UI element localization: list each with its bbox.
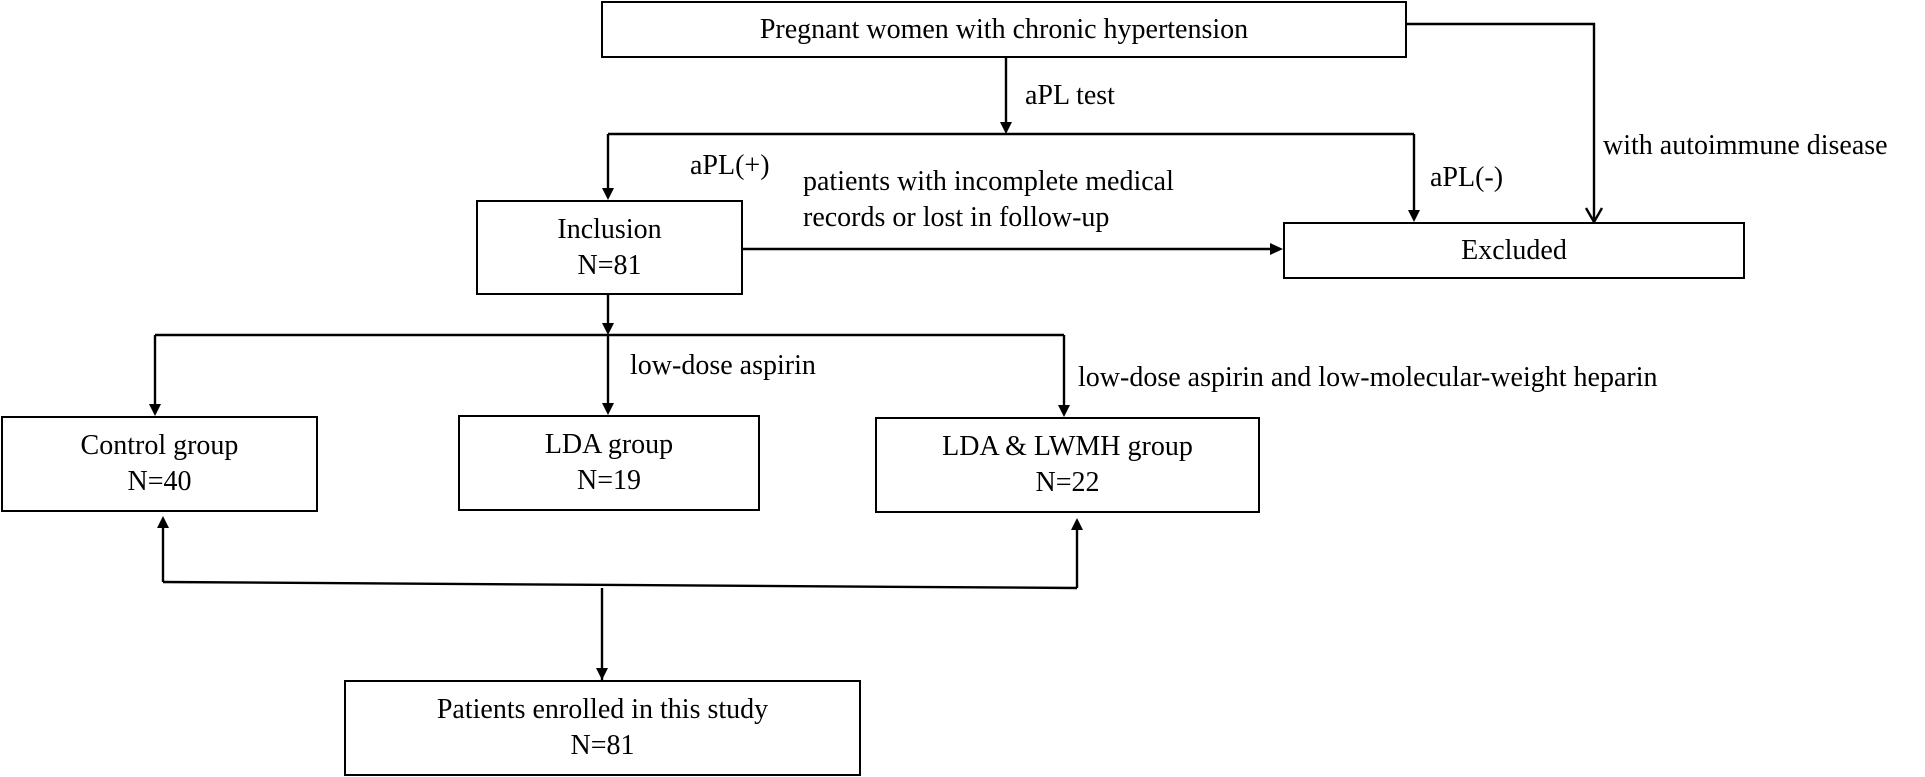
box-pregnant-women-text: Pregnant women with chronic hypertension: [759, 13, 1249, 45]
box-patients-enrolled-count: N=81: [570, 730, 635, 761]
arrowhead-apl-test: [1000, 122, 1012, 134]
box-control-group-title: Control group: [80, 430, 239, 461]
label-incomplete-records-line1: patients with incomplete medical: [803, 166, 1174, 197]
arrowhead-enrolled: [596, 668, 608, 680]
arrowhead-apl-positive: [602, 188, 614, 200]
label-apl-negative: aPL(-): [1430, 162, 1504, 193]
arrowhead-control-up: [157, 516, 169, 528]
box-lda-group-title: LDA group: [544, 429, 674, 460]
box-pregnant-women: Pregnant women with chronic hypertension: [601, 1, 1407, 58]
label-incomplete-records-line2: records or lost in follow-up: [803, 202, 1110, 233]
box-excluded: Excluded: [1283, 222, 1745, 279]
label-low-dose-aspirin: low-dose aspirin: [630, 350, 816, 381]
box-lda-group-count: N=19: [576, 465, 641, 496]
connector-autoimmune: [1407, 22, 1596, 220]
label-autoimmune-disease: with autoimmune disease: [1603, 130, 1888, 161]
box-patients-enrolled: Patients enrolled in this study N=81: [344, 680, 861, 776]
arrowhead-inclusion-down: [602, 323, 614, 335]
label-apl-test: aPL test: [1025, 80, 1115, 111]
box-excluded-text: Excluded: [1461, 234, 1567, 266]
connector-bottom-bracket: [162, 580, 1078, 590]
box-patients-enrolled-title: Patients enrolled in this study: [436, 694, 769, 725]
arrowhead-lda: [602, 403, 614, 415]
box-control-group-count: N=40: [127, 466, 192, 497]
box-lda-lwmh-group-count: N=22: [1035, 467, 1100, 498]
label-incomplete-records: patients with incomplete medical records…: [803, 164, 1174, 236]
arrowhead-lda-lwmh-up: [1071, 518, 1083, 530]
box-control-group: Control group N=40: [1, 416, 318, 512]
box-inclusion-title: Inclusion: [557, 213, 662, 245]
arrowhead-incomplete-records: [1270, 243, 1283, 255]
arrowhead-apl-negative: [1408, 210, 1420, 222]
box-lda-lwmh-group-title: LDA & LWMH group: [942, 431, 1193, 462]
box-lda-lwmh-group: LDA & LWMH group N=22: [875, 417, 1260, 513]
box-inclusion-count: N=81: [577, 249, 642, 281]
arrowhead-lda-lwmh: [1058, 405, 1070, 417]
label-low-dose-aspirin-heparin: low-dose aspirin and low-molecular-weigh…: [1078, 362, 1658, 393]
label-apl-positive: aPL(+): [690, 150, 770, 181]
box-lda-group: LDA group N=19: [458, 415, 760, 511]
box-inclusion: Inclusion N=81: [476, 200, 743, 295]
arrowhead-control: [149, 404, 161, 416]
